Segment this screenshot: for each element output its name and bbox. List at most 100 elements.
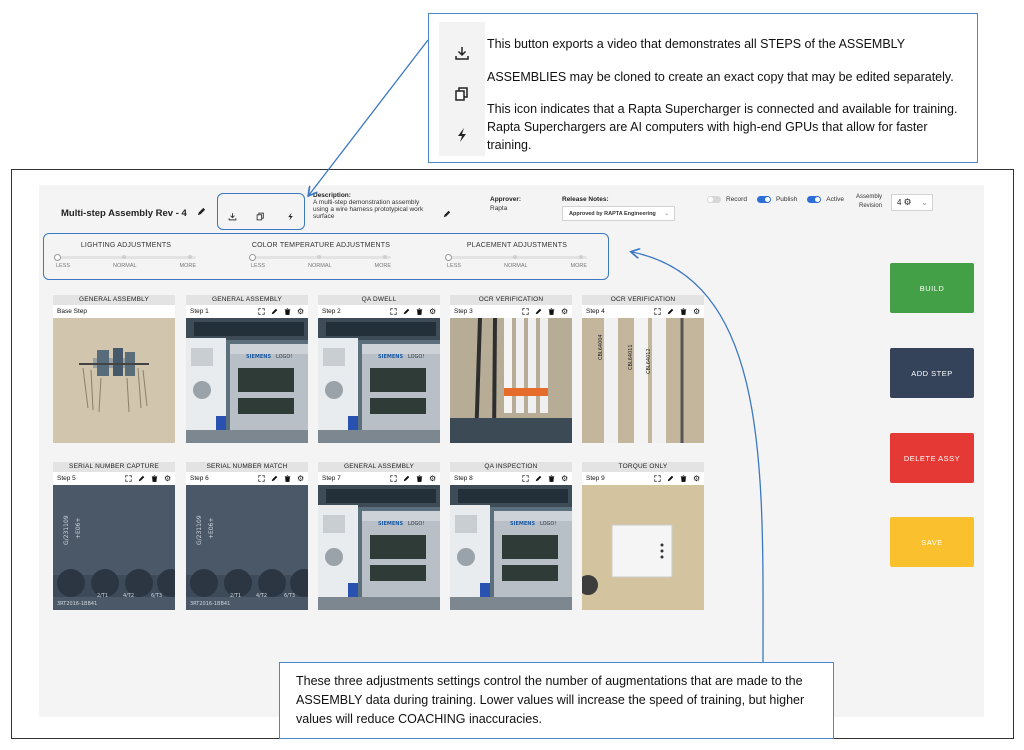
trash-icon[interactable] xyxy=(416,475,423,482)
step-label: Base Step xyxy=(57,308,87,315)
delete-assy-button[interactable]: DELETE ASSY xyxy=(890,433,974,483)
trash-icon[interactable] xyxy=(548,308,555,315)
lighting-slider-knob[interactable] xyxy=(54,254,61,261)
photo-text: 3RT2016-1BB41 xyxy=(57,601,98,607)
expand-icon[interactable] xyxy=(258,475,265,482)
color-temperature-slider[interactable] xyxy=(249,254,391,261)
active-toggle[interactable] xyxy=(807,196,822,203)
edit-icon[interactable] xyxy=(403,308,410,315)
color-temperature-title: COLOR TEMPERATURE ADJUSTMENTS xyxy=(251,242,391,249)
expand-icon[interactable] xyxy=(654,475,661,482)
callout-icon-column xyxy=(439,22,485,156)
placement-slider-knob[interactable] xyxy=(445,254,452,261)
callout-adjustments-text: These three adjustments settings control… xyxy=(296,672,823,729)
trash-icon[interactable] xyxy=(680,308,687,315)
trash-icon[interactable] xyxy=(416,308,423,315)
trash-icon[interactable] xyxy=(284,308,291,315)
approver-value: Rapta xyxy=(490,205,508,212)
step-header: GENERAL ASSEMBLY xyxy=(318,462,440,472)
gear-icon[interactable]: ⚙ xyxy=(429,474,437,483)
clone-assembly-icon[interactable] xyxy=(256,208,265,226)
chevron-down-icon: ⌄ xyxy=(664,210,669,217)
gear-icon[interactable]: ⚙ xyxy=(693,307,701,316)
revision-select[interactable]: 4 ⚙ ⌄ xyxy=(891,194,933,211)
expand-icon[interactable] xyxy=(390,308,397,315)
expand-icon[interactable] xyxy=(522,475,529,482)
step-card[interactable]: GENERAL ASSEMBLY Base Step xyxy=(53,295,175,443)
lighting-slider[interactable] xyxy=(54,254,196,261)
edit-icon[interactable] xyxy=(138,475,145,482)
build-button[interactable]: BUILD xyxy=(890,263,974,313)
trash-icon[interactable] xyxy=(680,475,687,482)
revision-value: 4 xyxy=(897,198,902,207)
step-label: Step 5 xyxy=(57,475,76,482)
edit-icon[interactable] xyxy=(667,475,674,482)
step-header: GENERAL ASSEMBLY xyxy=(53,295,175,305)
photo-text: 2/T1 xyxy=(97,593,109,599)
record-label: Record xyxy=(726,196,747,203)
gear-icon[interactable]: ⚙ xyxy=(297,474,305,483)
trash-icon[interactable] xyxy=(284,475,291,482)
step-toolbar: Step 7⚙ xyxy=(318,472,440,485)
expand-icon[interactable] xyxy=(390,475,397,482)
expand-icon[interactable] xyxy=(125,475,132,482)
export-video-icon[interactable] xyxy=(228,208,237,226)
edit-title-icon[interactable] xyxy=(197,207,207,217)
step-toolbar: Step 4⚙ xyxy=(582,305,704,318)
release-notes-select[interactable]: Approved by RAPTA Engineering ⌄ xyxy=(562,206,675,221)
gear-icon[interactable]: ⚙ xyxy=(561,307,569,316)
gear-icon[interactable]: ⚙ xyxy=(297,307,305,316)
edit-description-icon[interactable] xyxy=(443,205,451,223)
lightning-icon xyxy=(451,124,473,146)
gear-icon[interactable]: ⚙ xyxy=(693,474,701,483)
save-button[interactable]: SAVE xyxy=(890,517,974,567)
gear-icon[interactable]: ⚙ xyxy=(561,474,569,483)
edit-icon[interactable] xyxy=(271,308,278,315)
edit-icon[interactable] xyxy=(535,475,542,482)
step-header: SERIAL NUMBER CAPTURE xyxy=(53,462,175,472)
record-toggle[interactable] xyxy=(707,196,721,203)
expand-icon[interactable] xyxy=(522,308,529,315)
expand-icon[interactable] xyxy=(654,308,661,315)
photo-text: SIEMENS xyxy=(246,354,272,360)
step-toolbar: Step 3 ⚙ xyxy=(450,305,572,318)
publish-toggle[interactable] xyxy=(756,196,771,203)
gear-icon[interactable]: ⚙ xyxy=(164,474,172,483)
color-temperature-slider-knob[interactable] xyxy=(249,254,256,261)
edit-icon[interactable] xyxy=(535,308,542,315)
trash-icon[interactable] xyxy=(151,475,158,482)
gear-icon[interactable]: ⚙ xyxy=(429,307,437,316)
step-photo[interactable] xyxy=(53,318,175,443)
photo-text: +E06+ xyxy=(75,517,82,539)
edit-icon[interactable] xyxy=(271,475,278,482)
step-photo[interactable] xyxy=(582,485,704,610)
edit-icon[interactable] xyxy=(403,475,410,482)
expand-icon[interactable] xyxy=(258,308,265,315)
trash-icon[interactable] xyxy=(548,475,555,482)
edit-icon[interactable] xyxy=(667,308,674,315)
add-step-button[interactable]: ADD STEP xyxy=(890,348,974,398)
step-photo[interactable] xyxy=(450,318,572,443)
step-label: Step 3 xyxy=(454,308,473,315)
placement-slider[interactable] xyxy=(445,254,587,261)
photo-text: 4/T2 xyxy=(123,593,135,599)
